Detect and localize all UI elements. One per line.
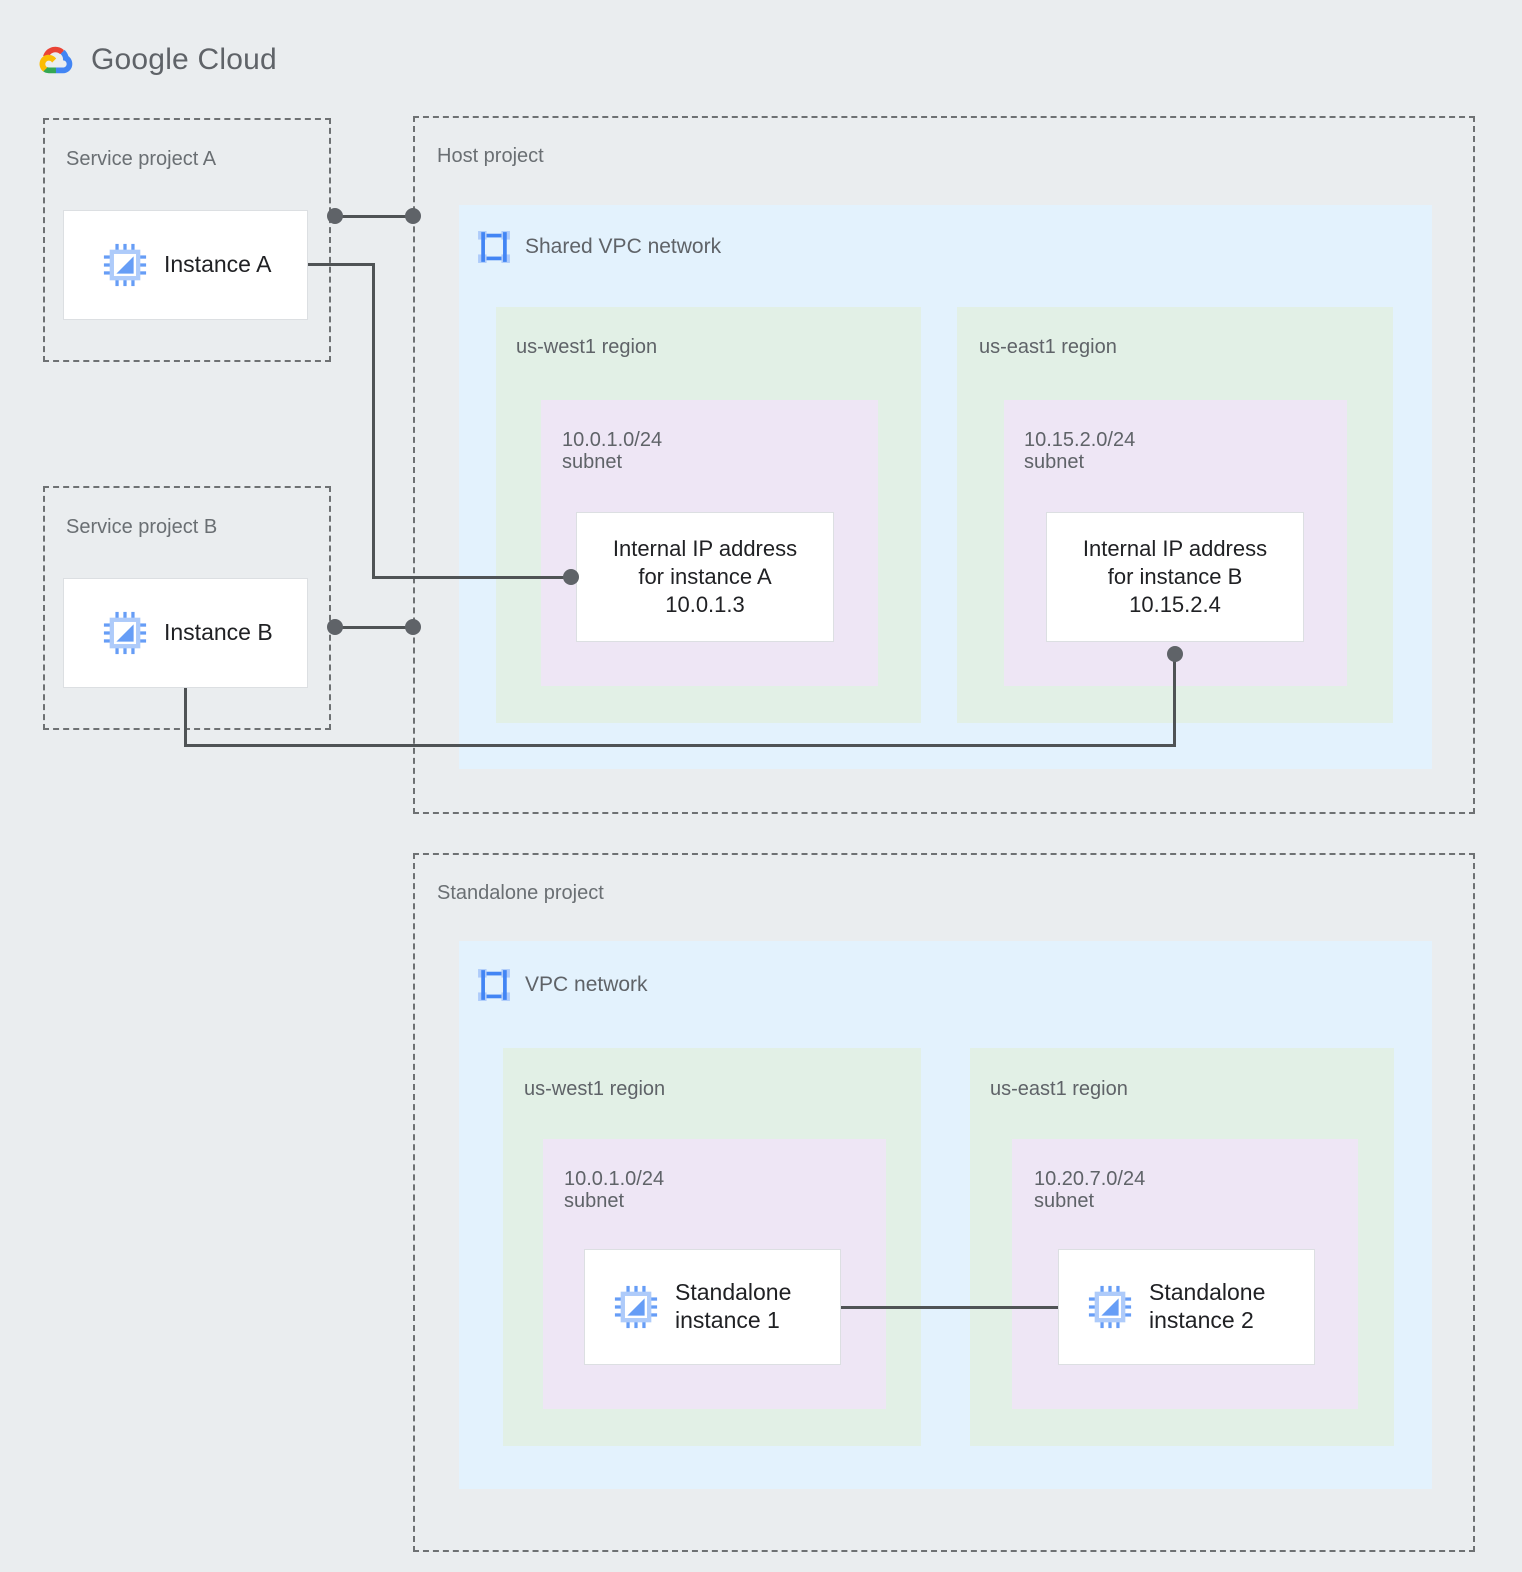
host-region-us-east1-label: us-east1 region: [979, 336, 1117, 358]
service-project-a-container: [43, 118, 331, 362]
standalone-region-us-east1-label: us-east1 region: [990, 1078, 1128, 1100]
standalone-subnet-10-0-1-0-24-label: 10.0.1.0/24 subnet: [564, 1168, 665, 1213]
connector-dot-service-b-edge: [327, 619, 343, 635]
instance-b-label: Instance B: [164, 619, 273, 646]
connector-standalone-1-to-2: [841, 1306, 1058, 1309]
google-cloud-logo: Google Cloud: [33, 38, 277, 82]
vpc-network-header: VPC network: [477, 968, 648, 1002]
connector-instance-a-out-h1: [308, 263, 375, 266]
connector-instance-b-to-host-boundary: [335, 626, 413, 629]
shared-vpc-network-header: Shared VPC network: [477, 230, 721, 264]
host-subnet-10-0-1-0-24-label: 10.0.1.0/24 subnet: [562, 429, 663, 474]
compute-instance-icon: [103, 243, 147, 287]
instance-a-label: Instance A: [164, 251, 272, 278]
connector-instance-a-out-v: [372, 263, 375, 578]
vpc-network-icon: [478, 231, 510, 263]
connector-dot-service-a-edge: [327, 208, 343, 224]
standalone-instance-2-label: Standalone instance 2: [1149, 1279, 1266, 1333]
connector-instance-a-to-host-boundary: [335, 215, 413, 218]
shared-vpc-network-label: Shared VPC network: [525, 235, 722, 258]
standalone-project-container: [413, 853, 1475, 1552]
vpc-network-label: VPC network: [525, 973, 648, 996]
host-project-label: Host project: [437, 145, 544, 167]
vpc-network-icon: [478, 969, 510, 1001]
host-region-us-west1-label: us-west1 region: [516, 336, 658, 358]
compute-instance-icon: [103, 611, 147, 655]
connector-instance-b-out-v2: [1173, 655, 1176, 745]
brand-cloud: Cloud: [188, 43, 277, 76]
standalone-instance-1-card[interactable]: Standalone instance 1: [584, 1249, 841, 1365]
service-project-a-label: Service project A: [66, 148, 217, 170]
internal-ip-instance-b-text: Internal IP address for instance B 10.15…: [1082, 536, 1268, 617]
brand-text: Google Cloud: [91, 43, 277, 77]
instance-b-card[interactable]: Instance B: [63, 578, 308, 688]
connector-dot-internal-ip-b: [1167, 646, 1183, 662]
connector-dot-host-edge-a: [405, 208, 421, 224]
internal-ip-instance-a-text: Internal IP address for instance A 10.0.…: [612, 536, 798, 617]
host-subnet-10-15-2-0-24-label: 10.15.2.0/24 subnet: [1024, 429, 1136, 474]
standalone-instance-1-label: Standalone instance 1: [675, 1279, 792, 1333]
host-project-container: [413, 116, 1475, 814]
standalone-instance-2-card[interactable]: Standalone instance 2: [1058, 1249, 1315, 1365]
brand-google: Google: [91, 43, 189, 76]
compute-instance-icon: [614, 1285, 658, 1329]
compute-instance-icon: [1088, 1285, 1132, 1329]
google-cloud-logo-icon: [39, 46, 73, 74]
internal-ip-instance-a-card: Internal IP address for instance A 10.0.…: [576, 512, 834, 642]
connector-dot-host-edge-b: [405, 619, 421, 635]
connector-instance-b-out-h: [184, 744, 1176, 747]
standalone-subnet-10-20-7-0-24-label: 10.20.7.0/24 subnet: [1034, 1168, 1146, 1213]
connector-dot-internal-ip-a: [563, 569, 579, 585]
service-project-b-container: [43, 486, 331, 730]
connector-instance-a-out-h2: [372, 576, 572, 579]
standalone-region-us-west1-label: us-west1 region: [524, 1078, 666, 1100]
standalone-project-label: Standalone project: [437, 882, 604, 904]
instance-a-card[interactable]: Instance A: [63, 210, 308, 320]
connector-instance-b-out-v1: [184, 688, 187, 747]
service-project-b-label: Service project B: [66, 516, 218, 538]
internal-ip-instance-b-card: Internal IP address for instance B 10.15…: [1046, 512, 1304, 642]
